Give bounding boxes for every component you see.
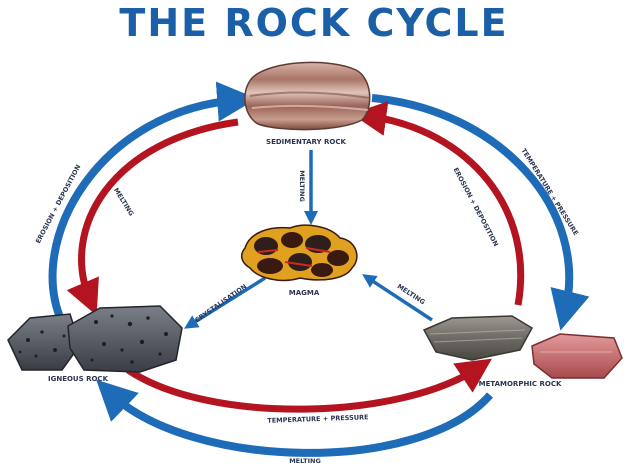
arrow-sedimentary-to-metamorphic xyxy=(371,94,590,331)
arrow-igneous-to-sedimentary xyxy=(48,81,258,324)
label-melting-bottom: MELTING xyxy=(289,457,321,465)
page-title: THE ROCK CYCLE xyxy=(119,1,508,45)
label-igneous-rock: IGNEOUS ROCK xyxy=(48,375,109,383)
label-temperature-pressure-bottom: TEMPERATURE + PRESSURE xyxy=(267,413,368,425)
label-sedimentary-rock: SEDIMENTARY ROCK xyxy=(266,138,346,146)
arrow-sedimentary-to-igneous xyxy=(66,118,239,316)
label-crystalisation: CRYSTALISATION xyxy=(193,282,248,324)
label-metamorphic-rock: METAMORPHIC ROCK xyxy=(479,380,562,388)
label-temperature-pressure-right: TEMPERATURE + PRESSURE xyxy=(519,147,579,237)
arrow-magma-to-igneous xyxy=(184,276,266,329)
metamorphic-rock-image xyxy=(422,315,623,379)
igneous-rock-image xyxy=(7,305,183,373)
inner-blue-arrows xyxy=(184,150,433,329)
label-melting-left: MELTING xyxy=(112,186,136,217)
arrow-igneous-to-metamorphic xyxy=(126,358,492,413)
label-erosion-deposition-right: EROSION + DEPOSITION xyxy=(452,166,500,248)
arrow-metamorphic-to-igneous xyxy=(96,379,494,457)
magma-image xyxy=(240,224,358,282)
label-melting-right: MELTING xyxy=(396,282,427,306)
outer-blue-arrows xyxy=(48,81,590,457)
label-melting-center: MELTING xyxy=(298,170,306,202)
sedimentary-rock-image xyxy=(244,61,371,131)
label-magma: MAGMA xyxy=(289,289,320,297)
inner-red-arrows xyxy=(66,101,525,413)
arrow-metamorphic-to-magma xyxy=(362,274,433,322)
arrow-metamorphic-to-sedimentary xyxy=(351,101,525,306)
